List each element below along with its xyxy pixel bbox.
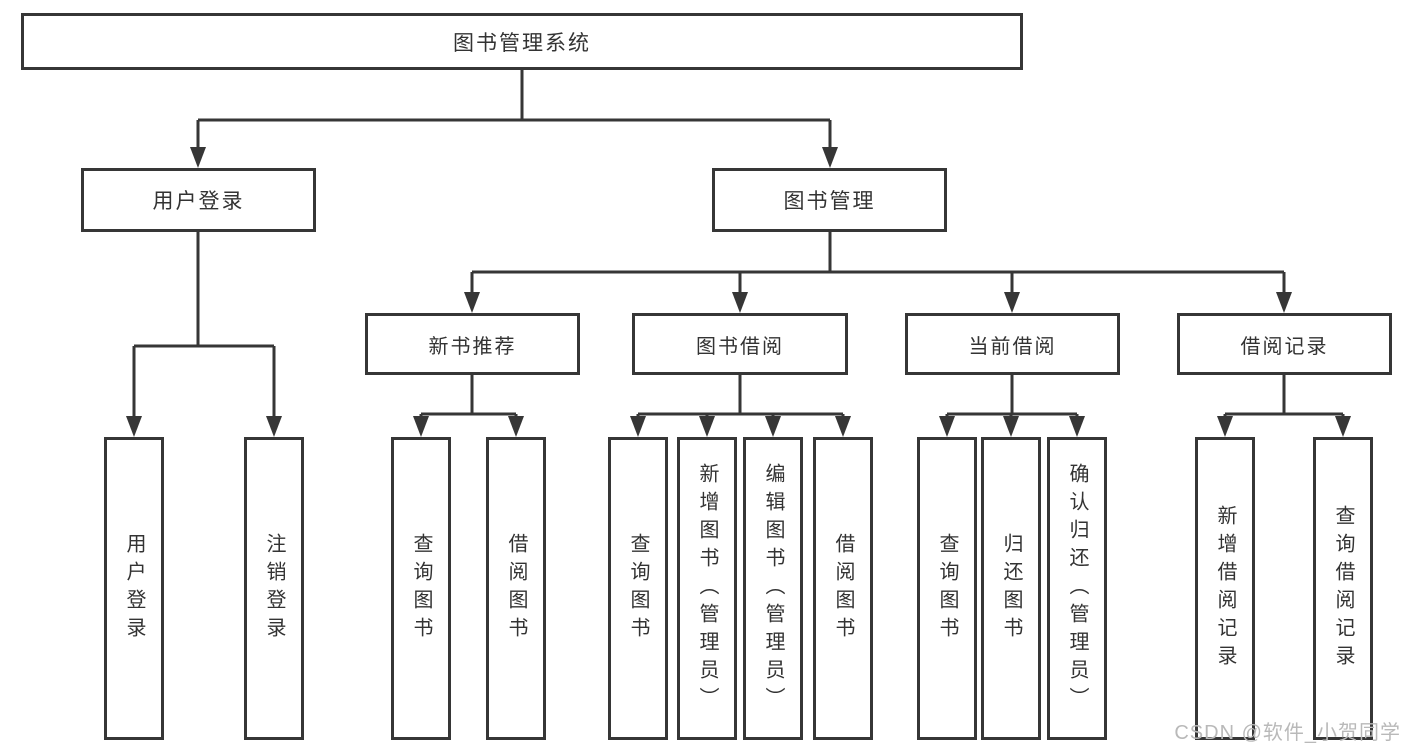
leaf-query-books-borrow: 查询图书 <box>608 437 668 740</box>
leaf-add-books-admin: 新增图书（管理员） <box>677 437 737 740</box>
leaf-borrow-books-recommend: 借阅图书 <box>486 437 546 740</box>
leaf-return-books: 归还图书 <box>981 437 1041 740</box>
node-new-book-recommendation: 新书推荐 <box>365 313 580 375</box>
branch-user-login: 用户登录 <box>81 168 316 232</box>
leaf-query-books-recommend: 查询图书 <box>391 437 451 740</box>
csdn-watermark: CSDN @软件_小贺同学 <box>1174 722 1401 744</box>
leaf-logout: 注销登录 <box>244 437 304 740</box>
leaf-add-borrow-record: 新增借阅记录 <box>1195 437 1255 740</box>
node-book-borrowing: 图书借阅 <box>632 313 848 375</box>
branch-book-management: 图书管理 <box>712 168 947 232</box>
leaf-confirm-return-admin: 确认归还（管理员） <box>1047 437 1107 740</box>
node-borrowing-records: 借阅记录 <box>1177 313 1392 375</box>
leaf-query-books-current: 查询图书 <box>917 437 977 740</box>
leaf-borrow-books: 借阅图书 <box>813 437 873 740</box>
root-node-system: 图书管理系统 <box>21 13 1023 70</box>
leaf-user-login: 用户登录 <box>104 437 164 740</box>
node-current-borrowing: 当前借阅 <box>905 313 1120 375</box>
leaf-query-borrow-record: 查询借阅记录 <box>1313 437 1373 740</box>
leaf-edit-books-admin: 编辑图书（管理员） <box>743 437 803 740</box>
